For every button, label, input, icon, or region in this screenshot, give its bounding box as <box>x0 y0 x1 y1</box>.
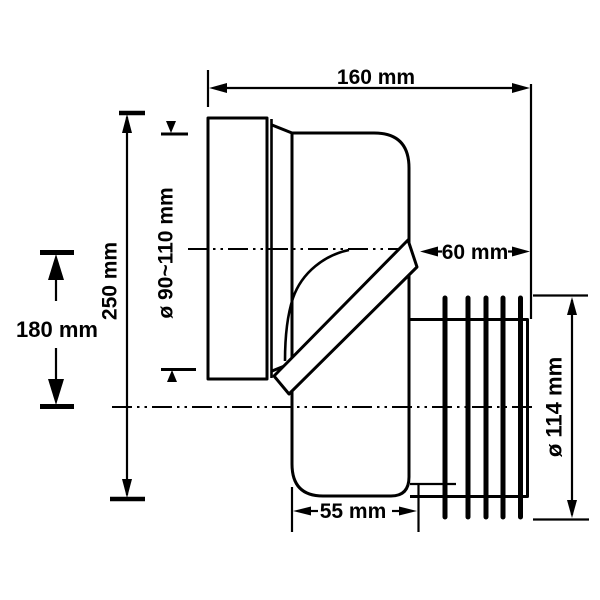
arrowhead-left <box>209 83 227 93</box>
connector-body <box>206 116 419 498</box>
dimension-label: 60 mm <box>442 241 509 264</box>
dimension-label: 250 mm <box>99 242 122 320</box>
offset-collar <box>272 238 419 396</box>
dimension-250mm: 250 mm <box>99 110 145 502</box>
arrowhead-down <box>567 500 577 518</box>
dimension-60mm: 60 mm <box>420 241 530 264</box>
arrowhead-left <box>420 246 438 257</box>
outlet-spigot <box>409 295 529 520</box>
dimension-55mm: 55 mm <box>290 483 420 532</box>
arrowhead-left <box>293 506 311 516</box>
dimension-outlet-diameter: ø 114 mm <box>533 294 589 521</box>
dimension-inlet-diameter: ø 90~110 mm <box>155 121 196 382</box>
socket-taper-top <box>271 123 293 135</box>
dimension-label: ø 114 mm <box>542 357 567 457</box>
arrowhead-up <box>167 370 177 382</box>
dimension-label: 55 mm <box>320 500 387 523</box>
arrowhead-right <box>512 83 530 93</box>
inlet-socket <box>206 116 269 381</box>
dimension-160mm: 160 mm <box>206 66 533 319</box>
arrowhead-right <box>512 246 530 257</box>
internal-bend-curve <box>283 248 350 362</box>
arrowhead-up <box>48 254 64 280</box>
dimension-180mm: 180 mm <box>16 250 98 409</box>
dimension-label: 180 mm <box>16 317 98 342</box>
arrowhead-down <box>48 379 64 405</box>
dimension-label: 160 mm <box>337 66 415 89</box>
arrowhead-down <box>166 121 176 133</box>
arrowhead-up <box>567 297 577 315</box>
centerlines <box>112 248 536 408</box>
arrowhead-down <box>122 479 132 498</box>
dimension-label: ø 90~110 mm <box>155 187 178 318</box>
arrowhead-up <box>122 114 132 133</box>
arrowhead-right <box>399 506 417 516</box>
body-outline <box>290 131 411 498</box>
